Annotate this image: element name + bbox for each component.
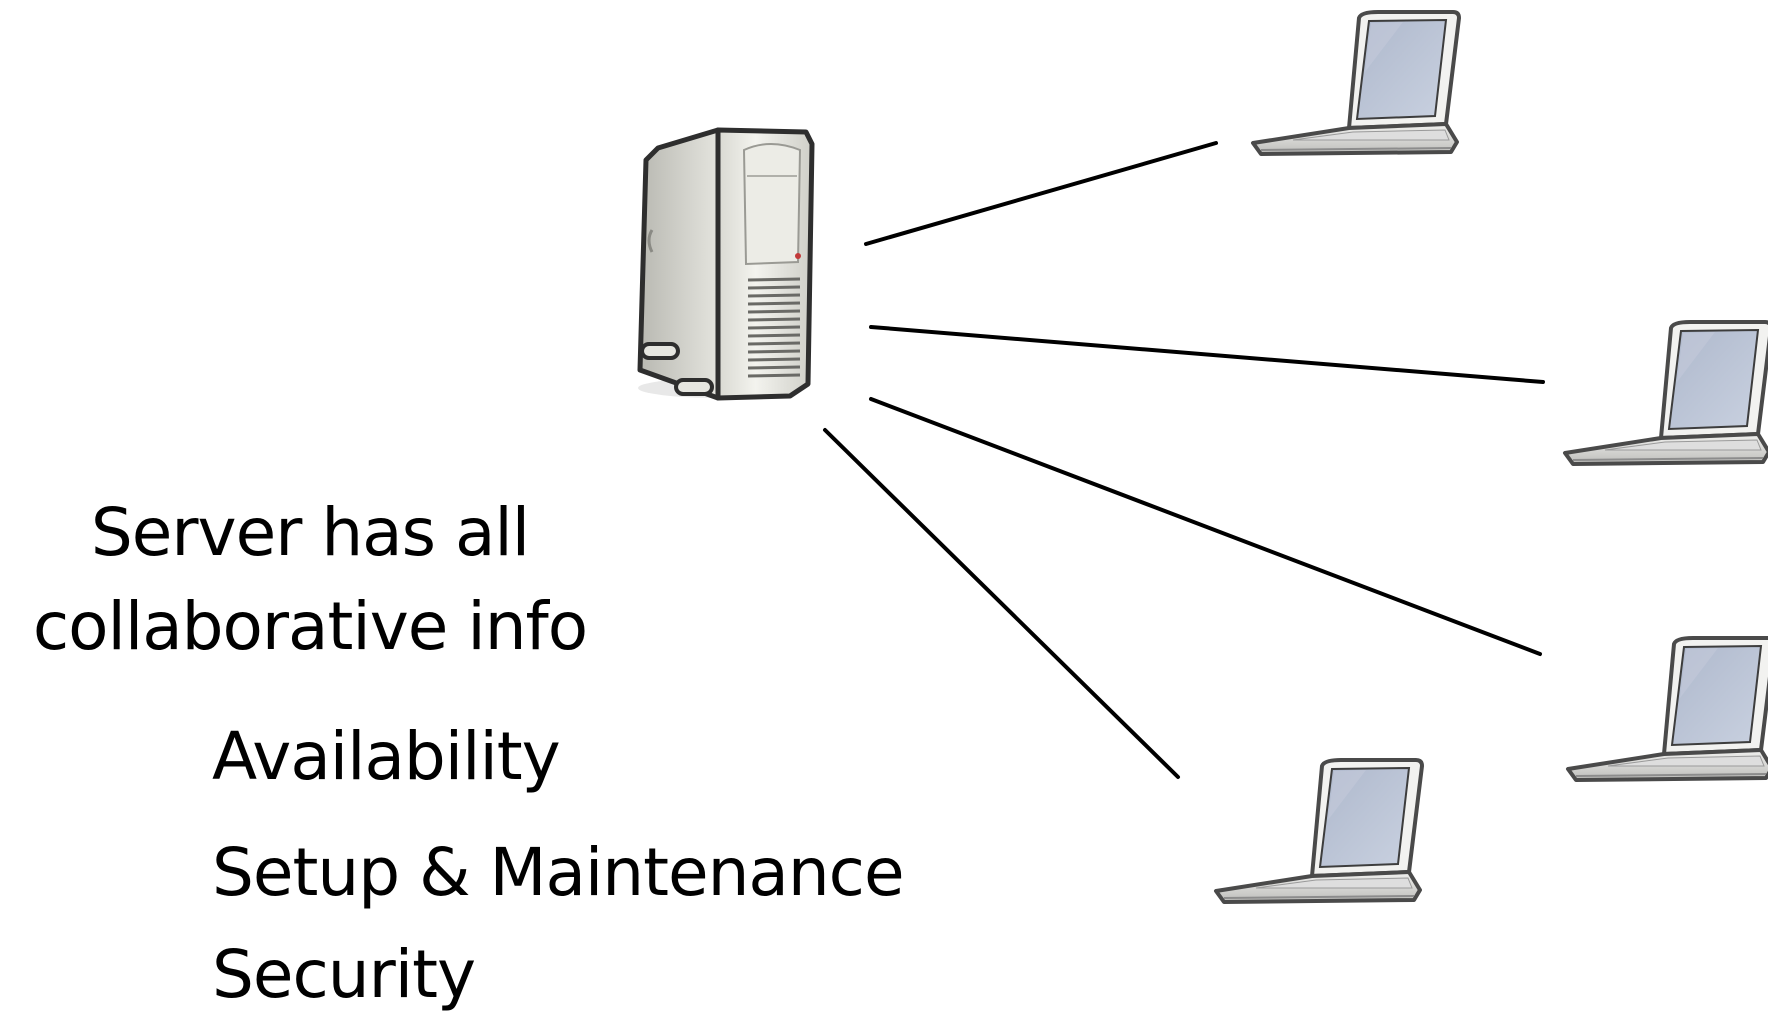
bullet-setup-maintenance: Setup & Maintenance: [212, 834, 905, 911]
connection-line: [823, 428, 1180, 779]
caption-line: collaborative info: [32, 588, 588, 665]
bullet-availability: Availability: [212, 718, 561, 795]
laptop-icon: [1251, 10, 1461, 156]
laptop-icon: [1214, 758, 1424, 904]
connection-line: [864, 141, 1218, 246]
connection-lines: [823, 141, 1545, 779]
server-caption: Server has all collaborative info: [10, 500, 610, 688]
connection-line: [869, 325, 1545, 384]
laptop-icon: [1563, 320, 1768, 466]
caption-line: Server has all: [90, 494, 530, 571]
connection-line: [869, 397, 1542, 656]
laptop-icon: [1566, 636, 1768, 782]
tower-server-icon: [637, 127, 815, 401]
bullet-security: Security: [212, 936, 476, 1013]
